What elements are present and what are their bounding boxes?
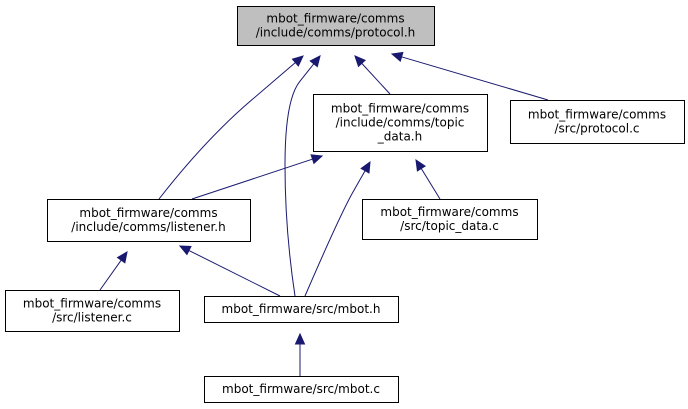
edge-listener_h-to-topic_data_h: [191, 154, 324, 200]
node-label-line: /src/listener.c: [52, 311, 132, 325]
edges-layer: [99, 51, 549, 376]
node-label-line: mbot_firmware/comms: [331, 102, 469, 116]
edge-line: [360, 62, 391, 95]
node-protocol-h[interactable]: mbot_firmware/comms/include/comms/protoc…: [237, 6, 435, 46]
node-listener-h[interactable]: mbot_firmware/comms/include/comms/listen…: [47, 199, 251, 242]
arrow-head-icon: [178, 245, 192, 256]
node-label-line: /src/topic_data.c: [400, 219, 499, 233]
arrow-head-icon: [415, 158, 426, 172]
node-label-line: mbot_firmware/src/mbot.h: [222, 302, 381, 316]
edge-line: [284, 62, 315, 297]
edge-line: [420, 167, 441, 200]
node-box: [362, 199, 538, 240]
edge-line: [99, 259, 123, 291]
edge-protocol_c-to-protocol_h: [390, 51, 549, 101]
edge-line: [158, 61, 297, 200]
node-box: [510, 100, 685, 144]
arrow-head-icon: [360, 160, 371, 174]
edge-mbot_h-to-listener_h: [178, 245, 281, 297]
edge-listener_h-to-protocol_h: [158, 55, 304, 200]
node-topic-data-h[interactable]: mbot_firmware/comms/include/comms/topic_…: [313, 94, 488, 152]
node-listener-c[interactable]: mbot_firmware/comms/src/listener.c: [5, 290, 180, 332]
edge-mbot_c-to-mbot_h: [294, 332, 306, 376]
node-label-line: /src/protocol.c: [555, 122, 640, 136]
node-label-line: mbot_firmware/comms: [23, 297, 161, 311]
node-label-line: /include/comms/protocol.h: [256, 26, 416, 40]
edge-mbot_h-to-protocol_h: [284, 55, 321, 297]
node-box: [47, 199, 251, 242]
node-box: [204, 376, 399, 403]
node-label-line: mbot_firmware/comms: [528, 108, 666, 122]
arrow-head-icon: [354, 55, 366, 68]
node-topic-data-c[interactable]: mbot_firmware/comms/src/topic_data.c: [362, 199, 538, 240]
edge-line: [191, 158, 314, 200]
edge-line: [187, 249, 281, 297]
node-mbot-c[interactable]: mbot_firmware/src/mbot.c: [204, 376, 399, 403]
node-protocol-c[interactable]: mbot_firmware/comms/src/protocol.c: [510, 100, 685, 144]
node-label-line: _data.h: [377, 130, 422, 144]
node-box: [5, 290, 180, 332]
node-label-line: mbot_firmware/comms: [380, 205, 518, 219]
edge-listener_c-to-listener_h: [99, 251, 128, 291]
node-box: [313, 94, 488, 152]
edge-mbot_h-to-topic_data_h: [304, 160, 371, 297]
node-mbot-h[interactable]: mbot_firmware/src/mbot.h: [204, 296, 399, 323]
node-label-line: /include/comms/listener.h: [71, 220, 225, 234]
arrow-head-icon: [390, 51, 404, 63]
edge-line: [400, 56, 549, 101]
arrow-head-icon: [310, 154, 324, 165]
arrow-head-icon: [294, 332, 306, 345]
node-label-line: /include/comms/topic: [336, 116, 465, 130]
arrow-head-icon: [309, 55, 321, 68]
nodes-layer: mbot_firmware/comms/include/comms/protoc…: [5, 6, 685, 403]
edge-topic_data_h-to-protocol_h: [354, 55, 391, 95]
node-label-line: mbot_firmware/comms: [266, 12, 404, 26]
node-label-line: mbot_firmware/comms: [79, 206, 217, 220]
edge-topic_data_c-to-topic_data_h: [415, 158, 441, 200]
arrow-head-icon: [116, 251, 128, 264]
node-label-line: mbot_firmware/src/mbot.c: [222, 382, 380, 396]
edge-line: [304, 169, 367, 297]
node-box: [204, 296, 399, 323]
arrow-head-icon: [291, 55, 304, 67]
node-box: [237, 6, 435, 46]
